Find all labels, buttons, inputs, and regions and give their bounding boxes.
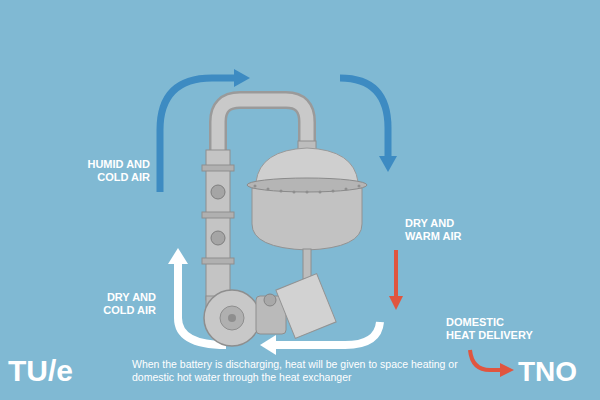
humid-air-arrow — [160, 78, 388, 192]
flange — [202, 258, 234, 264]
flange — [202, 165, 234, 171]
arrow-head — [234, 69, 250, 87]
caption: When the battery is discharging, heat wi… — [132, 358, 458, 384]
arrow-path — [470, 350, 500, 370]
fan-hub — [220, 306, 244, 330]
valve — [211, 231, 225, 245]
air-label: DRY AND COLD AIR — [88, 291, 156, 317]
valve — [264, 294, 276, 306]
control-box — [276, 274, 336, 339]
fan-housing — [204, 290, 260, 346]
vessel-flange — [247, 178, 367, 192]
air-label: HUMID AND COLD AIR — [72, 158, 150, 184]
logo: TU/e — [8, 354, 73, 388]
vessel-dome — [256, 148, 358, 182]
stem — [303, 249, 311, 279]
arrow-head — [379, 156, 397, 172]
vessel-body — [252, 188, 362, 250]
fan-axle — [228, 314, 236, 322]
arrow-path — [340, 78, 388, 156]
logo: TNO — [518, 356, 577, 388]
heat-battery-device — [202, 100, 367, 346]
heat-label: DOMESTIC HEAT DELIVERY — [446, 316, 536, 342]
arrow-head — [260, 335, 276, 355]
arrow-path — [394, 250, 398, 296]
arrow-head — [500, 363, 514, 377]
air-label: DRY AND WARM AIR — [405, 217, 477, 243]
arrow-head — [389, 296, 403, 310]
flange — [202, 212, 234, 218]
bolts — [254, 185, 361, 194]
column — [206, 150, 230, 300]
arrow-head — [168, 248, 188, 264]
warm-air-arrow — [396, 250, 500, 370]
valve — [211, 185, 225, 199]
